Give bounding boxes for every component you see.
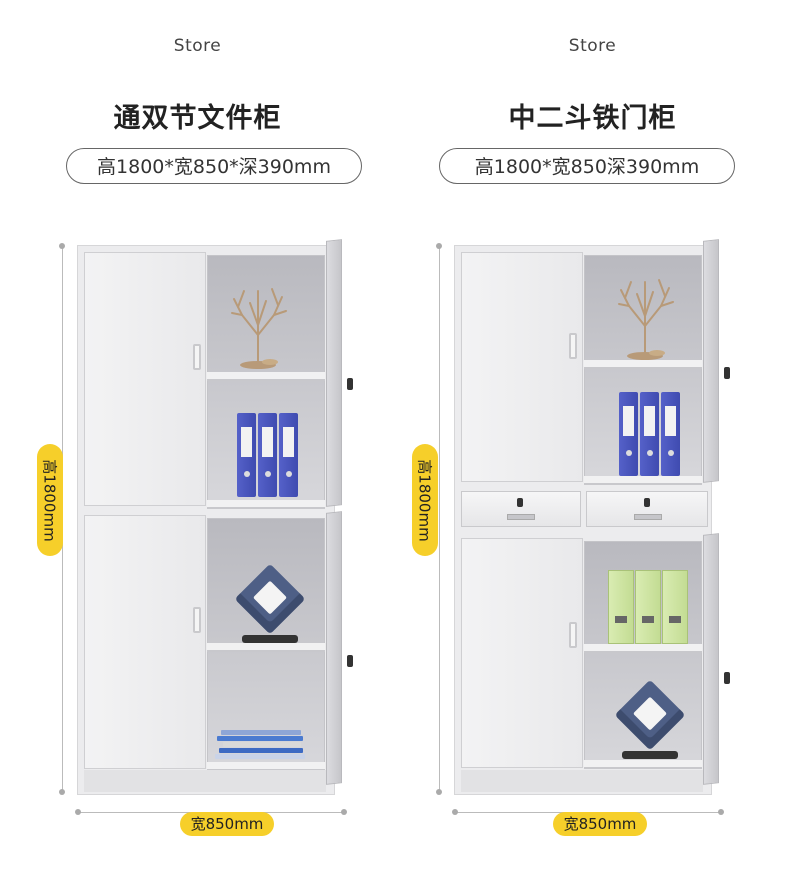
shelf	[584, 360, 702, 369]
cabinet-door-lower-left	[84, 515, 206, 769]
product-panel-right: Store 中二斗铁门柜 高1800*宽850深390mm 高1800mm 宽8…	[395, 0, 790, 891]
dimensions-pill: 高1800*宽850深390mm	[439, 148, 735, 184]
cabinet-door-upper-left	[84, 252, 206, 506]
lock-icon	[347, 378, 353, 390]
file-binder-icon	[258, 413, 277, 497]
drawer-right[interactable]	[586, 491, 708, 527]
height-label: 高1800mm	[412, 444, 438, 556]
shelf	[584, 644, 702, 653]
dimensions-pill: 高1800*宽850*深390mm	[66, 148, 362, 184]
product-title: 通双节文件柜	[113, 103, 282, 134]
product-title: 中二斗铁门柜	[508, 103, 677, 134]
shelf	[207, 500, 325, 509]
file-binder-icon	[661, 392, 680, 476]
height-label: 高1800mm	[37, 444, 63, 556]
file-box-icon	[635, 570, 661, 644]
product-panel-left: Store 通双节文件柜 高1800*宽850*深390mm 高1800mm 宽…	[37, 36, 362, 836]
book-stack-icon	[215, 728, 315, 764]
height-measure-line	[439, 246, 440, 792]
lock-icon	[644, 498, 650, 507]
cabinet-door-upper-open	[703, 239, 719, 483]
cabinet-base	[84, 770, 326, 792]
cabinet-door-lower-open	[326, 511, 342, 785]
measure-dot	[436, 789, 442, 795]
file-binder-icon	[279, 413, 298, 497]
cabinet-base	[461, 770, 703, 792]
width-label: 宽850mm	[553, 812, 647, 836]
lock-icon	[347, 655, 353, 667]
drawer-handle	[634, 514, 662, 520]
cabinet-door-lower-left	[461, 538, 583, 768]
drawer-handle	[507, 514, 535, 520]
measure-dot	[59, 789, 65, 795]
measure-dot	[718, 809, 724, 815]
file-binder-icon	[640, 392, 659, 476]
measure-dot	[341, 809, 347, 815]
brand-label: Store	[568, 36, 617, 56]
width-label: 宽850mm	[180, 812, 274, 836]
deer-antler-sculpture-icon	[618, 279, 674, 360]
cabinet-door-upper-left	[461, 252, 583, 482]
file-box-icon	[662, 570, 688, 644]
clock-stand	[622, 751, 678, 759]
measure-dot	[436, 243, 442, 249]
lock-icon	[517, 498, 523, 507]
shelf	[207, 643, 325, 652]
shelf	[584, 476, 702, 485]
shelf	[207, 372, 325, 381]
door-handle	[193, 344, 201, 370]
door-handle	[569, 622, 577, 648]
door-handle	[193, 607, 201, 633]
file-binder-icon	[619, 392, 638, 476]
shelf	[584, 760, 702, 769]
measure-dot	[75, 809, 81, 815]
measure-dot	[452, 809, 458, 815]
clock-stand	[242, 635, 298, 643]
file-box-icon	[608, 570, 634, 644]
lock-icon	[724, 672, 730, 684]
deer-antler-sculpture-icon	[231, 288, 287, 369]
measure-dot	[59, 243, 65, 249]
cabinet-door-lower-open	[703, 533, 719, 785]
door-handle	[569, 333, 577, 359]
cabinet-door-upper-open	[326, 239, 342, 507]
drawer-left[interactable]	[461, 491, 581, 527]
file-binder-icon	[237, 413, 256, 497]
lock-icon	[724, 367, 730, 379]
brand-label: Store	[173, 36, 222, 56]
